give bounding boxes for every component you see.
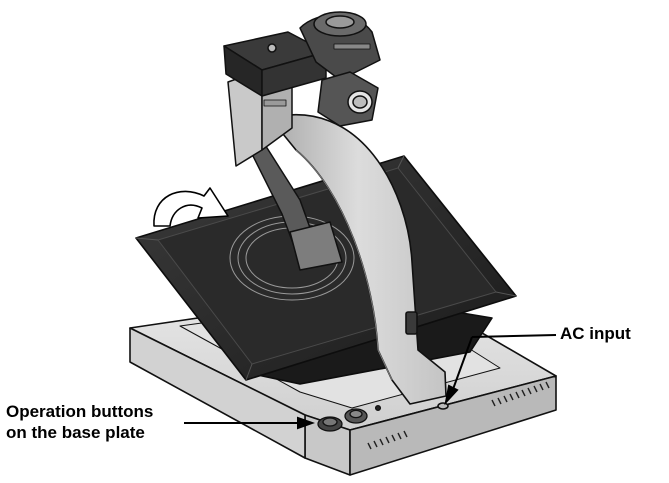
operation-buttons-label-line1: Operation buttons [6,402,154,421]
operation-buttons[interactable] [317,404,382,432]
camera-head [223,11,381,167]
ac-input-leader [471,334,557,338]
neck-bracket [249,139,343,271]
operation-buttons-arrowhead [297,416,315,430]
vent-grille-right [491,381,550,407]
ac-input-leader-angle [451,336,473,393]
operation-buttons-label: Operation buttons on the base plate [6,401,153,443]
callout-leaders [184,334,557,430]
support-arm [269,114,449,410]
ac-input-label-text: AC input [560,324,631,343]
ac-input-label: AC input [560,323,631,344]
curved-arrow-icon [153,187,229,227]
ac-input-arrowhead [444,384,459,406]
operation-buttons-label-line2: on the base plate [6,423,145,442]
light-box-stage [135,155,517,385]
vent-grille-left [367,430,408,450]
